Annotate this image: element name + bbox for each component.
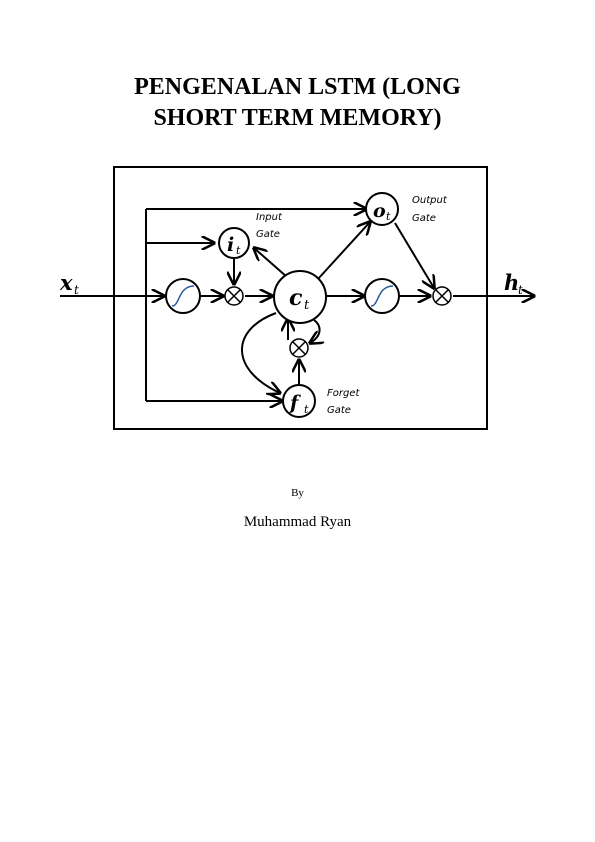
svg-text:t: t bbox=[74, 283, 79, 297]
title-line-2: SHORT TERM MEMORY) bbox=[153, 105, 442, 131]
svg-text:h: h bbox=[504, 270, 519, 295]
sigmoid-icon bbox=[165, 278, 201, 314]
svg-text:i: i bbox=[227, 234, 234, 256]
output-gate-label: Output bbox=[412, 195, 448, 206]
title-line-1: PENGENALAN LSTM (LONG bbox=[134, 74, 461, 100]
forget-gate-node: f t bbox=[282, 384, 316, 418]
multiply-icon bbox=[432, 286, 452, 306]
multiply-icon bbox=[289, 338, 309, 358]
input-gate-label: Input bbox=[256, 212, 283, 223]
svg-text:o: o bbox=[373, 200, 386, 222]
by-label: By bbox=[291, 487, 304, 499]
svg-text:x: x bbox=[59, 270, 73, 295]
author-name: Muhammad Ryan bbox=[243, 514, 352, 530]
multiply-icon bbox=[224, 286, 244, 306]
svg-text:c: c bbox=[289, 285, 303, 311]
svg-text:t: t bbox=[386, 210, 391, 223]
output-variable: h t bbox=[504, 270, 523, 297]
forget-gate-label: Forget bbox=[327, 388, 360, 399]
lstm-diagram: c t i t o t f t x t h t Input bbox=[59, 166, 595, 430]
input-variable: x t bbox=[59, 270, 79, 297]
sigmoid-icon bbox=[364, 278, 400, 314]
svg-text:t: t bbox=[518, 283, 523, 297]
input-gate-label: Gate bbox=[256, 229, 280, 240]
connection-lines bbox=[60, 209, 534, 401]
document-title: PENGENALAN LSTM (LONG SHORT TERM MEMORY) bbox=[0, 72, 595, 134]
svg-text:t: t bbox=[304, 298, 310, 313]
input-gate-node: i t bbox=[218, 227, 250, 259]
svg-text:t: t bbox=[236, 244, 241, 257]
output-gate-label: Gate bbox=[412, 213, 436, 224]
svg-text:f: f bbox=[288, 392, 301, 414]
forget-gate-label: Gate bbox=[327, 405, 351, 416]
gate-labels: Input Gate Output Gate Forget Gate bbox=[256, 195, 448, 416]
diagram-frame bbox=[113, 166, 488, 430]
output-gate-node: o t bbox=[365, 192, 399, 226]
svg-text:t: t bbox=[304, 403, 309, 416]
cell-state-node: c t bbox=[273, 270, 327, 324]
